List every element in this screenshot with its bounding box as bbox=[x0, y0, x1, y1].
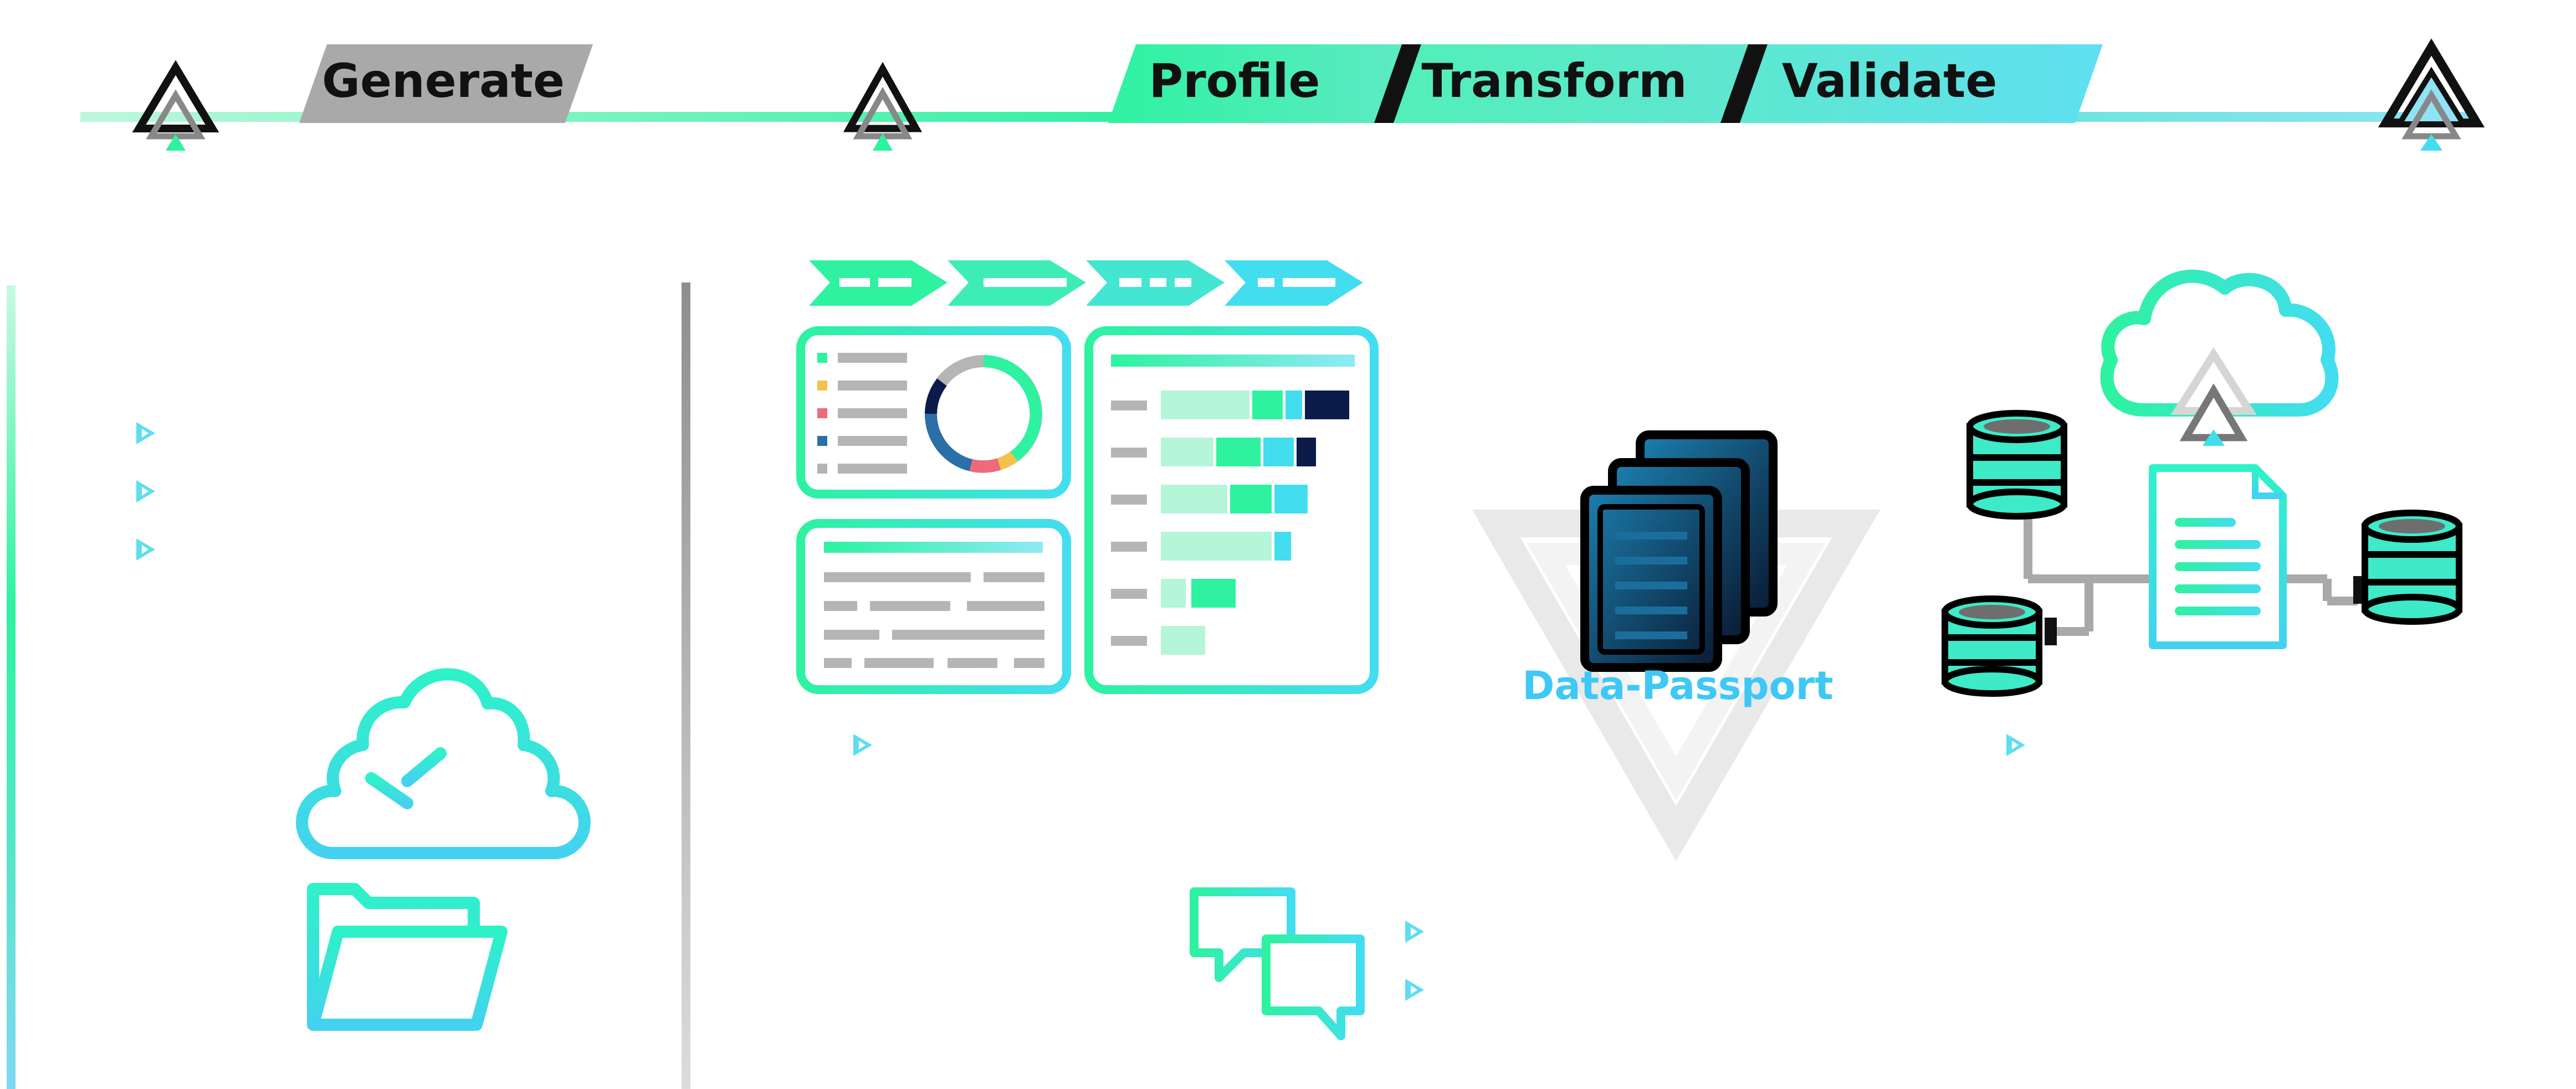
stage-generate-tab[interactable]: Generate bbox=[299, 44, 593, 123]
triangle-marker-icon bbox=[843, 61, 923, 151]
tree-folder-icon bbox=[296, 668, 591, 1031]
data-passport-label: Data-Passport bbox=[1522, 663, 1833, 708]
stage-validate-tab[interactable]: Validate bbox=[1740, 44, 2103, 123]
stage-separator bbox=[1720, 44, 1768, 123]
cloud-database-icon bbox=[1942, 269, 2462, 697]
stage-separator bbox=[1374, 44, 1421, 123]
upload-arrow-icon bbox=[2170, 347, 2257, 446]
triangle-marker-icon bbox=[2378, 38, 2485, 151]
play-bullet-icon bbox=[136, 422, 155, 444]
stage-profile-label: Profile bbox=[1149, 54, 1320, 108]
dashboard-icon bbox=[796, 260, 1379, 694]
bar-rows bbox=[1111, 391, 1349, 655]
stage-validate-label: Validate bbox=[1782, 54, 1998, 108]
play-bullet-icon bbox=[2006, 734, 2025, 756]
database-icon bbox=[1966, 410, 2067, 520]
chat-bubbles-icon bbox=[1190, 887, 1365, 1040]
stage-transform-tab[interactable]: Transform bbox=[1394, 44, 1748, 123]
play-bullet-icon bbox=[1405, 921, 1424, 943]
triangle-marker-icon bbox=[132, 60, 219, 151]
generate-column-bar bbox=[7, 285, 16, 1089]
donut-chart-icon bbox=[924, 355, 1042, 473]
database-icon bbox=[1942, 595, 2042, 697]
stage-generate-label: Generate bbox=[322, 54, 565, 108]
stage-profile-tab[interactable]: Profile bbox=[1108, 44, 1402, 123]
stage-transform-label: Transform bbox=[1421, 54, 1687, 108]
chevron-tabs bbox=[809, 260, 1363, 306]
database-icon bbox=[2362, 510, 2462, 625]
play-bullet-icon bbox=[136, 538, 155, 561]
play-bullet-icon bbox=[136, 480, 155, 502]
play-bullet-icon bbox=[853, 734, 872, 756]
column-divider bbox=[682, 282, 690, 1089]
play-bullet-icon bbox=[1405, 979, 1424, 1001]
document-stack-icon bbox=[1472, 430, 1881, 861]
timeline: Generate Profile Transform Validate bbox=[80, 38, 2485, 151]
